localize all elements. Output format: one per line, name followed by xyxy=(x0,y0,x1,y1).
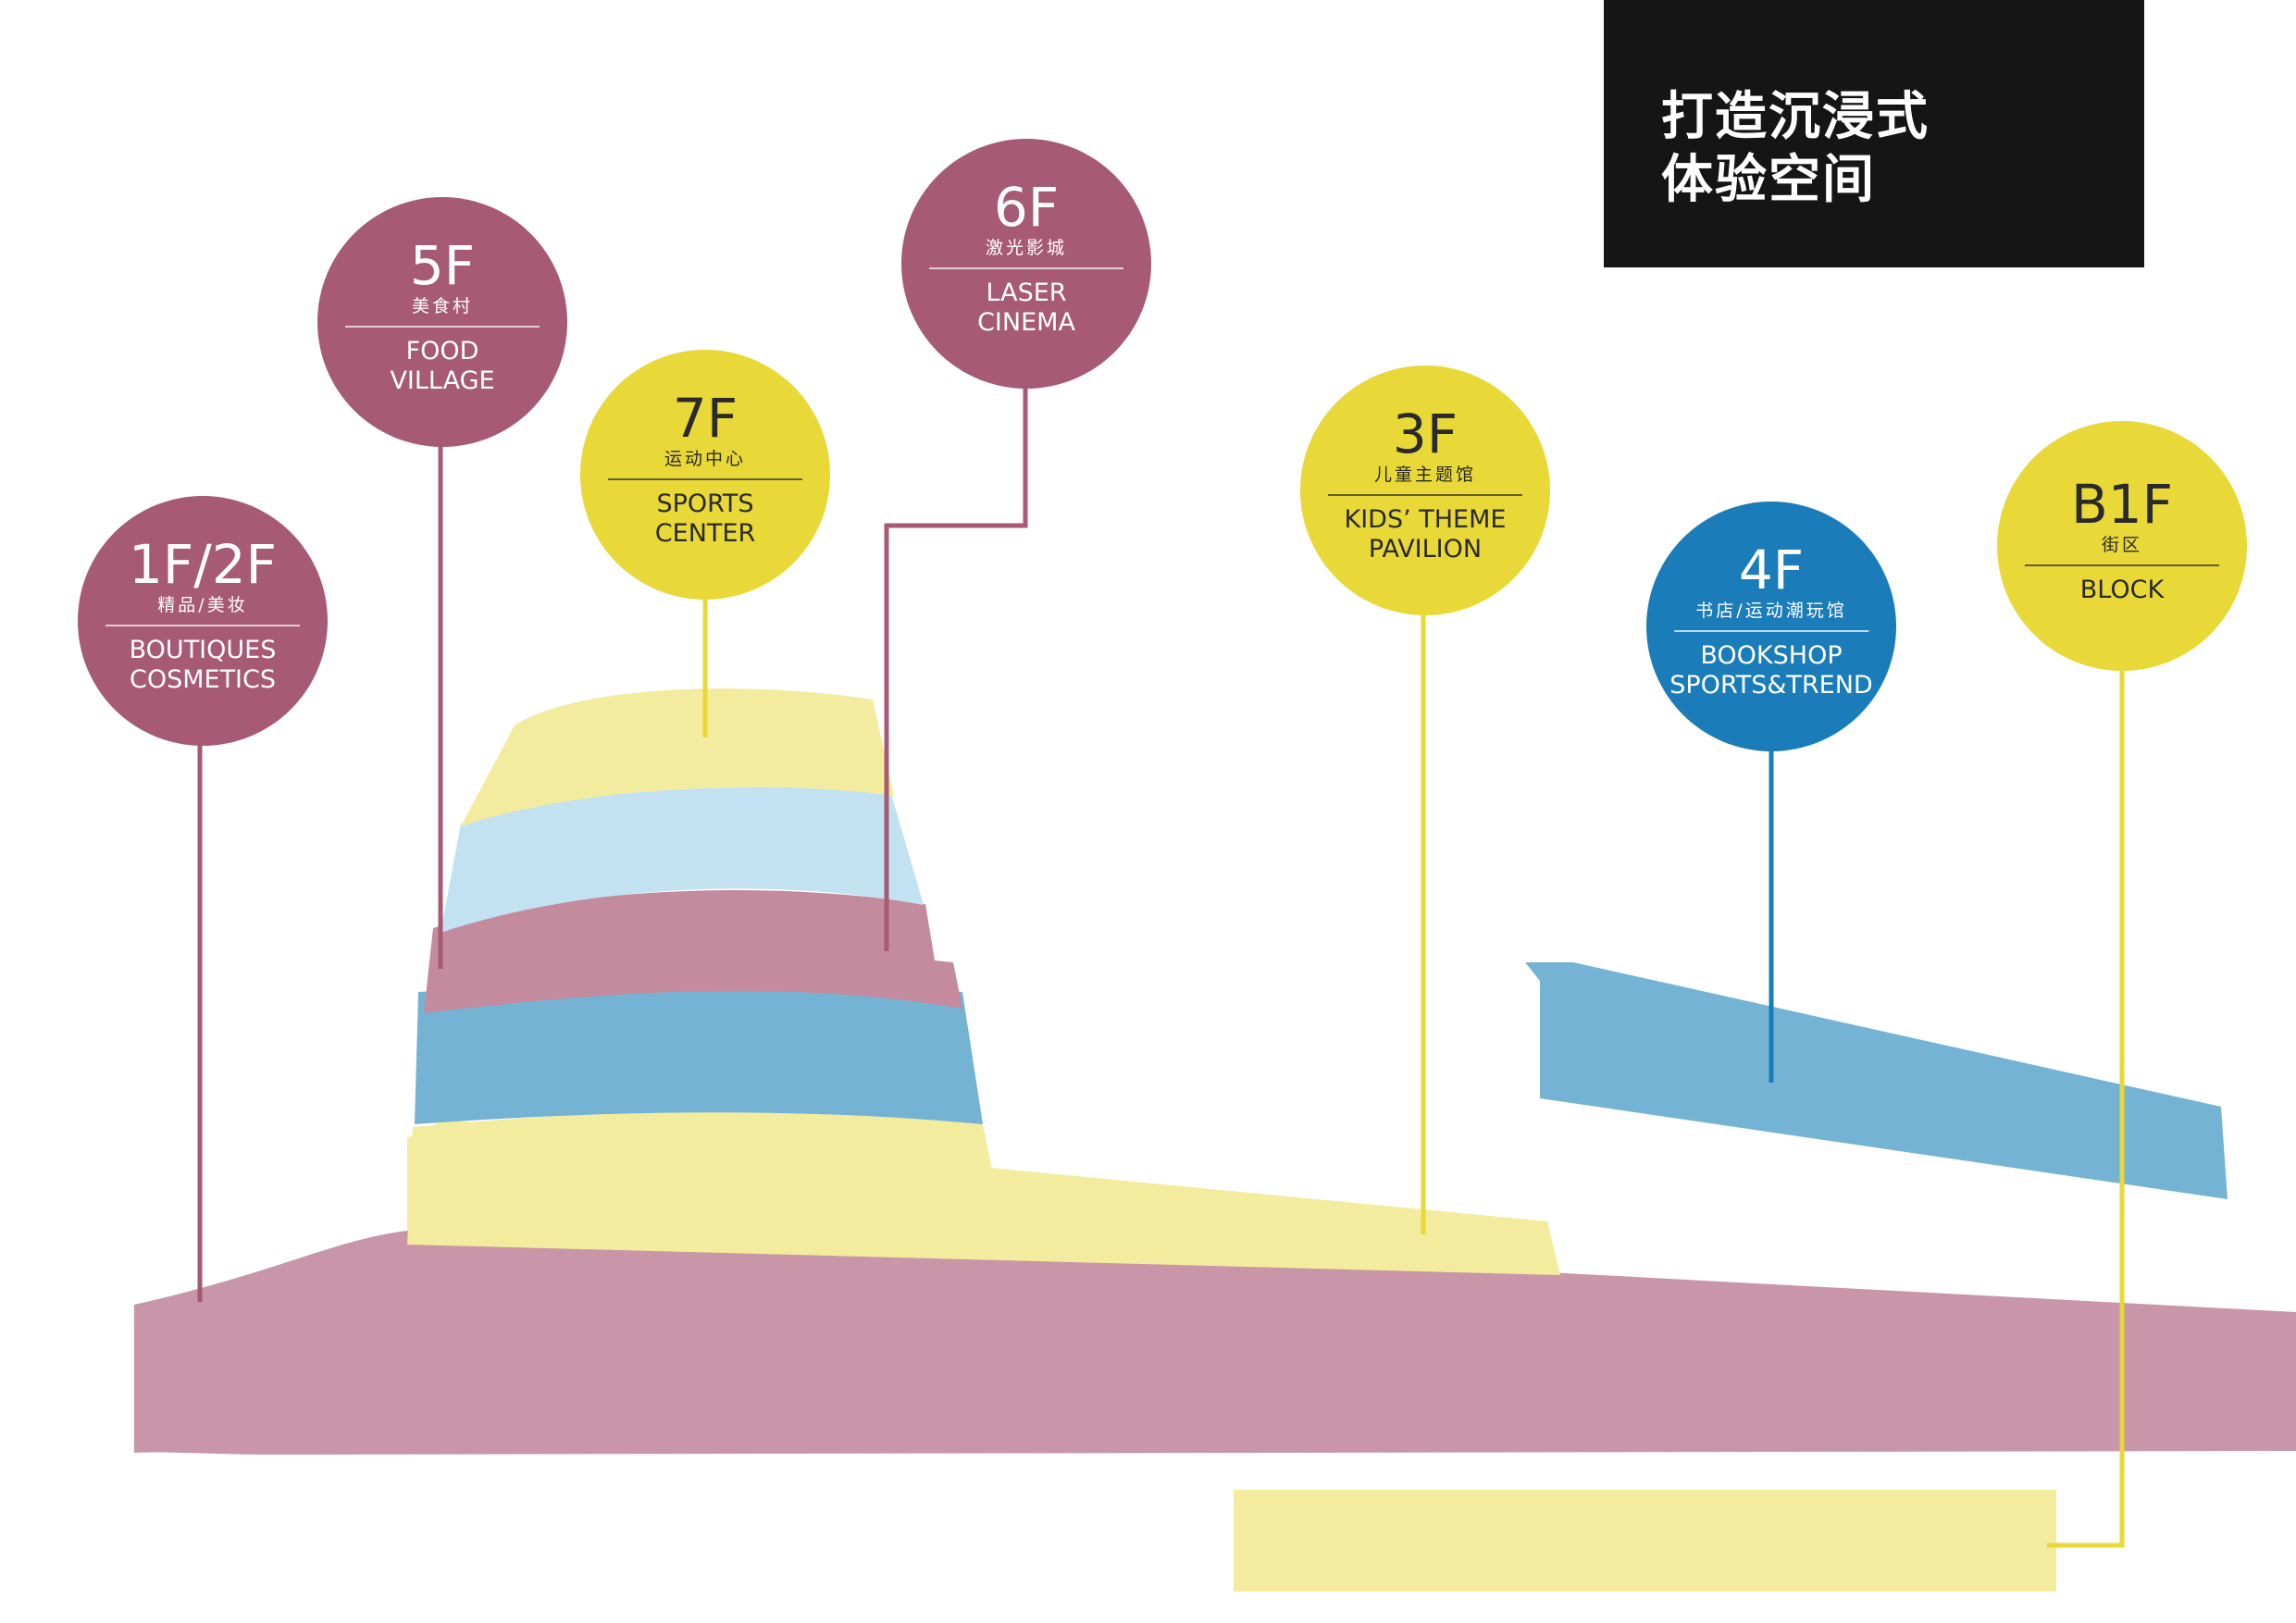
title-line-1: 打造沉浸式 xyxy=(1661,87,1930,147)
floor-name-cn: 美食村 xyxy=(411,296,473,316)
divider-rule xyxy=(929,267,1123,269)
floor-name-en: CINEMA xyxy=(977,308,1075,337)
divider-rule xyxy=(105,625,300,626)
floor-circle-1f2f xyxy=(78,496,328,746)
floor-circle-3f xyxy=(1300,365,1550,615)
band-1f-base xyxy=(134,1227,2296,1455)
band-4f-wing xyxy=(1525,962,2228,1199)
floor-circle-4f xyxy=(1646,502,1896,751)
divider-rule xyxy=(1674,630,1868,632)
band-plum-mid xyxy=(424,890,962,1013)
floor-number: 5F xyxy=(409,234,476,297)
divider-rule xyxy=(1328,494,1522,496)
floor-name-cn: 儿童主题馆 xyxy=(1373,465,1476,485)
divider-rule xyxy=(345,326,540,328)
floor-name-cn: 激光影城 xyxy=(985,238,1067,258)
title-line-2: 体验空间 xyxy=(1661,150,1876,210)
floor-number: 6F xyxy=(993,176,1060,239)
floor-name-en: BLOCK xyxy=(2079,576,2165,604)
floor-number: 3F xyxy=(1392,403,1458,465)
floor-number: 1F/2F xyxy=(128,533,278,596)
floor-name-en: SPORTS xyxy=(656,489,754,518)
floor-name-cn: 街区 xyxy=(2101,535,2142,555)
leader-line-b1f xyxy=(2047,670,2125,1548)
floor-number: 7F xyxy=(672,387,738,450)
floor-circle-b1f xyxy=(1997,421,2247,671)
floor-number: B1F xyxy=(2070,473,2174,536)
divider-rule xyxy=(2025,564,2219,566)
floor-name-cn: 运动中心 xyxy=(664,449,746,469)
floor-name-en: BOUTIQUES xyxy=(129,636,277,664)
band-yellow-top xyxy=(461,688,894,826)
band-b1f-ground xyxy=(1234,1490,2056,1592)
floor-name-en: CENTER xyxy=(654,519,756,548)
floor-name-en: BOOKSHOP xyxy=(1700,641,1843,670)
title-box: 打造沉浸式 体验空间 xyxy=(1604,0,2144,267)
floor-name-cn: 书店/运动潮玩馆 xyxy=(1695,601,1847,621)
band-blue-light xyxy=(441,787,924,933)
floor-name-en: KIDS’ THEME xyxy=(1344,505,1507,534)
floor-name-en: VILLAGE xyxy=(390,366,495,395)
leader-line-6f xyxy=(884,388,1028,951)
floor-circle-7f xyxy=(580,350,830,600)
floor-circle-5f xyxy=(317,197,567,447)
band-blue-mid xyxy=(415,983,983,1124)
floor-name-en: PAVILION xyxy=(1368,535,1483,564)
floor-name-cn: 精品/美妆 xyxy=(157,595,248,615)
divider-rule xyxy=(608,478,802,480)
floor-number: 4F xyxy=(1738,539,1805,601)
floor-name-en: COSMETICS xyxy=(129,665,277,694)
band-yellow-lower xyxy=(407,1109,1560,1275)
floor-name-en: FOOD xyxy=(405,337,479,365)
floor-circle-6f xyxy=(901,139,1151,389)
floor-name-en: LASER xyxy=(986,279,1067,307)
floor-name-en: SPORTS&TREND xyxy=(1669,671,1873,700)
